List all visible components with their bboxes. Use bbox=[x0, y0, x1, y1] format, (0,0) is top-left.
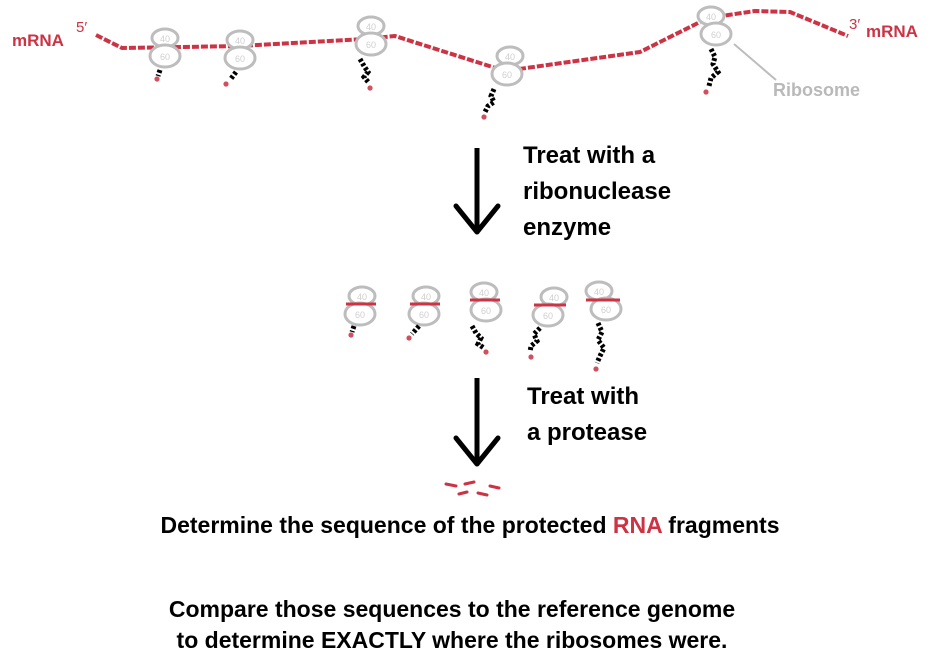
svg-text:40: 40 bbox=[706, 12, 716, 22]
mrna-right-label: mRNA bbox=[866, 22, 918, 41]
step-ribonuclease-text: Treat with a ribonuclease enzyme bbox=[523, 142, 672, 241]
svg-text:60: 60 bbox=[160, 52, 170, 62]
compare-line-2: to determine EXACTLY where the ribosomes… bbox=[176, 627, 728, 653]
svg-text:40: 40 bbox=[235, 36, 245, 46]
compare-line-1: Compare those sequences to the reference… bbox=[168, 596, 736, 622]
ribosome-on-mrna-1: 40 60 bbox=[148, 27, 182, 82]
svg-text:60: 60 bbox=[235, 54, 245, 64]
determine-sequence-text: Determine the sequence of the protected … bbox=[160, 512, 780, 538]
mrna-strand bbox=[95, 9, 849, 73]
svg-text:60: 60 bbox=[355, 310, 365, 320]
protected-ribosome-4: 40 60 bbox=[527, 286, 569, 360]
three-prime-label: 3′ bbox=[849, 16, 861, 33]
step-protease-text: Treat with a protease bbox=[527, 383, 648, 446]
svg-text:40: 40 bbox=[594, 287, 604, 297]
svg-text:60: 60 bbox=[366, 40, 376, 50]
protected-ribosome-5: 40 60 bbox=[584, 280, 623, 372]
ribosome-label: Ribosome bbox=[773, 80, 861, 100]
svg-text:60: 60 bbox=[502, 70, 512, 80]
svg-text:40: 40 bbox=[479, 288, 489, 298]
rna-highlight: RNA bbox=[612, 512, 662, 538]
svg-text:40: 40 bbox=[505, 52, 515, 62]
svg-text:60: 60 bbox=[601, 305, 611, 315]
downward-arrow-1 bbox=[453, 148, 501, 235]
svg-text:40: 40 bbox=[366, 22, 376, 32]
protected-ribosome-1: 40 60 bbox=[343, 285, 377, 338]
svg-text:40: 40 bbox=[421, 292, 431, 302]
ribosome-on-mrna-5: 40 60 bbox=[696, 5, 733, 95]
svg-text:60: 60 bbox=[543, 311, 553, 321]
svg-text:60: 60 bbox=[481, 306, 491, 316]
svg-text:40: 40 bbox=[549, 293, 559, 303]
five-prime-label: 5′ bbox=[76, 19, 88, 36]
protected-ribosome-2: 40 60 bbox=[406, 285, 441, 341]
svg-text:60: 60 bbox=[711, 30, 721, 40]
svg-text:40: 40 bbox=[357, 292, 367, 302]
protected-ribosome-3: 40 60 bbox=[469, 281, 503, 355]
svg-text:40: 40 bbox=[160, 34, 170, 44]
svg-text:60: 60 bbox=[419, 310, 429, 320]
ribosome-pointer-line bbox=[733, 43, 777, 81]
ribosome-on-mrna-2: 40 60 bbox=[223, 29, 257, 87]
mrna-left-label: mRNA bbox=[12, 31, 64, 50]
downward-arrow-2 bbox=[453, 378, 501, 467]
ribosome-on-mrna-3: 40 60 bbox=[354, 15, 388, 91]
rna-fragments bbox=[444, 480, 501, 497]
ribosome-on-mrna-4: 40 60 bbox=[481, 45, 525, 120]
